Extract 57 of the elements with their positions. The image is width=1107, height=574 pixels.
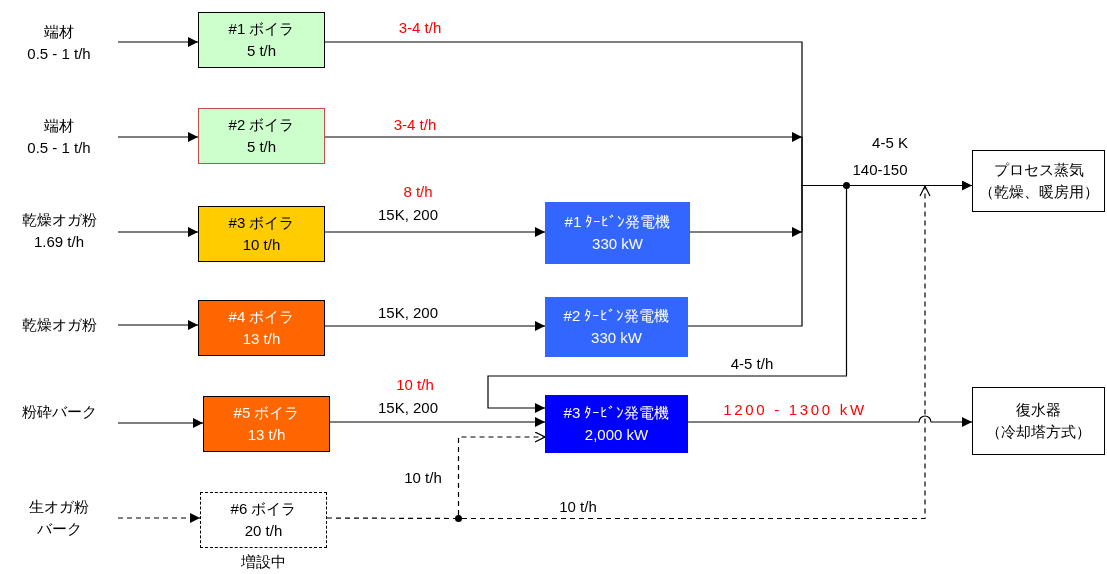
box-text: #5 ボイラ xyxy=(233,403,300,423)
boiler-box xyxy=(200,492,327,548)
input-label: 1.69 t/h xyxy=(33,232,84,252)
arrow xyxy=(687,415,973,427)
box-text: 330 kW xyxy=(592,234,643,254)
box-text: #4 ボイラ xyxy=(228,307,295,327)
input-label: 端材 xyxy=(44,116,74,136)
output-box xyxy=(972,150,1105,212)
input-label: 0.5 - 1 t/h xyxy=(27,44,91,64)
input-label: 端材 xyxy=(44,22,74,42)
arrow xyxy=(117,37,199,47)
box-text: #2 ボイラ xyxy=(228,115,295,135)
arrow xyxy=(329,417,546,427)
turbine-generator-box xyxy=(545,202,690,264)
box-text: #1 ボイラ xyxy=(228,19,295,39)
box-text: #1 ﾀｰﾋﾞﾝ発電機 xyxy=(564,212,671,232)
boiler-box xyxy=(203,396,330,452)
input-label: 粉砕バーク xyxy=(21,402,97,422)
dashed-arrow xyxy=(457,431,546,516)
input-label: 乾燥オガ粉 xyxy=(21,315,97,335)
arrow xyxy=(487,188,848,413)
box-text: （冷却塔方式） xyxy=(986,422,1091,442)
box-text: 330 kW xyxy=(591,328,642,348)
box-text: #3 ﾀｰﾋﾞﾝ発電機 xyxy=(563,403,670,423)
arrow xyxy=(324,227,546,237)
box-text: 13 t/h xyxy=(242,329,281,349)
box-text: 13 t/h xyxy=(247,425,286,445)
input-label: バーク xyxy=(36,519,82,539)
node-caption: 増設中 xyxy=(240,552,287,572)
box-text: #2 ﾀｰﾋﾞﾝ発電機 xyxy=(563,306,670,326)
boiler-box xyxy=(198,12,325,68)
box-text: 5 t/h xyxy=(246,137,277,157)
box-text: #6 ボイラ xyxy=(230,499,297,519)
boiler-box xyxy=(198,300,325,356)
turbine-generator-box xyxy=(545,297,688,357)
input-label: 乾燥オガ粉 xyxy=(21,210,97,230)
box-text: 20 t/h xyxy=(244,521,283,541)
output-box xyxy=(972,387,1105,455)
box-text: 5 t/h xyxy=(246,41,277,61)
arrow xyxy=(117,418,204,428)
box-text: 復水器 xyxy=(1016,400,1061,420)
dashed-arrow xyxy=(117,513,201,523)
arrow xyxy=(117,132,199,142)
boiler-box xyxy=(198,206,325,262)
box-text: プロセス蒸気 xyxy=(993,160,1084,180)
arrow xyxy=(849,180,973,191)
input-label: 0.5 - 1 t/h xyxy=(27,138,91,158)
box-text: 2,000 kW xyxy=(584,425,649,445)
input-label: 生オガ粉 xyxy=(29,497,89,517)
arrow xyxy=(117,320,199,330)
box-text: #3 ボイラ xyxy=(228,213,295,233)
box-text: （乾燥、暖房用） xyxy=(978,182,1099,202)
turbine-generator-box xyxy=(545,395,688,453)
boiler-box xyxy=(198,108,325,164)
arrow xyxy=(117,227,199,237)
box-text: 10 t/h xyxy=(242,235,281,255)
arrow xyxy=(324,321,546,331)
